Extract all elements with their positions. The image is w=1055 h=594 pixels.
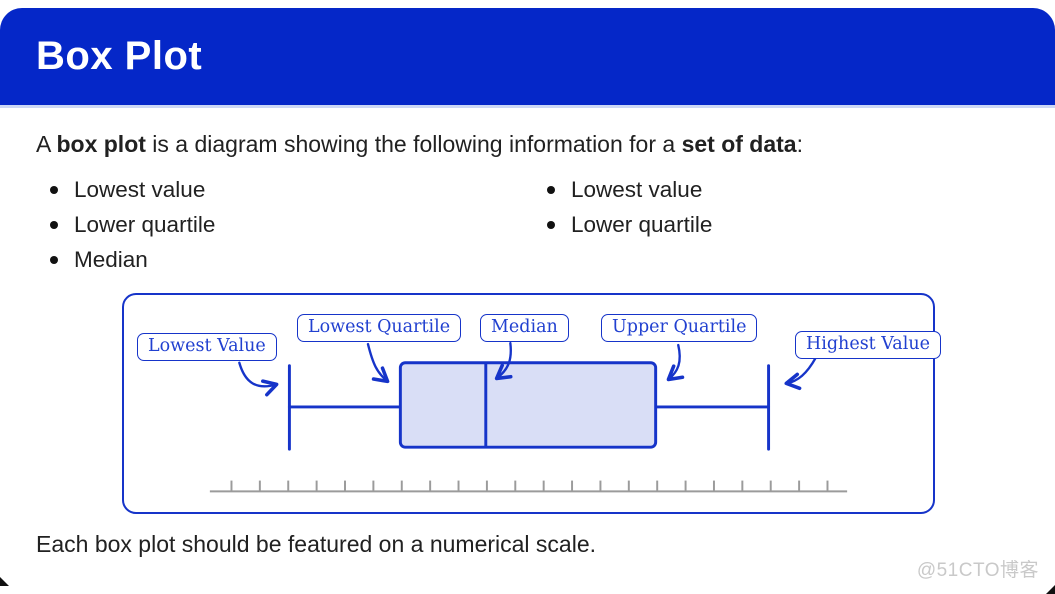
- intro-paragraph: A box plot is a diagram showing the foll…: [36, 128, 1016, 160]
- list-item: Lowest value: [48, 172, 215, 207]
- numerical-scale: [209, 480, 848, 493]
- list-item: Lowest value: [545, 172, 712, 207]
- arrow-upper-quartile: [666, 343, 685, 382]
- iqr-box: [398, 361, 658, 449]
- boxplot-figure: Lowest Value Lowest Quartile Median Uppe…: [122, 293, 941, 514]
- corner-mark-left: [0, 577, 9, 586]
- bullet-list-left: Lowest value Lower quartile Median: [48, 172, 215, 277]
- label-median: Median: [480, 314, 569, 342]
- arrow-median: [494, 341, 513, 381]
- intro-text-end: :: [796, 131, 803, 157]
- scale-ticks: [230, 480, 829, 492]
- page-title: Box Plot: [36, 34, 203, 78]
- label-lowest-value: Lowest Value: [137, 333, 277, 361]
- title-banner: Box Plot: [0, 8, 1055, 108]
- arrow-lowest-value: [238, 361, 279, 397]
- figure-caption: Each box plot should be featured on a nu…: [36, 531, 597, 557]
- arrow-highest-value: [784, 356, 817, 391]
- intro-text-start: A: [36, 131, 57, 157]
- label-upper-quartile: Upper Quartile: [601, 314, 758, 342]
- list-item: Lower quartile: [545, 207, 712, 242]
- intro-text-middle: is a diagram showing the following infor…: [145, 131, 682, 157]
- list-item: Lower quartile: [48, 207, 215, 242]
- arrow-lowest-quartile: [366, 342, 390, 384]
- label-highest-value: Highest Value: [795, 331, 941, 359]
- boxplot-drawing: [209, 341, 848, 493]
- intro-bold-set-of-data: set of data: [681, 131, 797, 157]
- corner-mark-right: [1046, 585, 1055, 594]
- intro-bold-box-plot: box plot: [56, 131, 146, 157]
- label-lowest-quartile: Lowest Quartile: [297, 314, 462, 342]
- list-item: Median: [48, 242, 215, 277]
- bullet-list-right: Lowest value Lower quartile: [545, 172, 712, 242]
- watermark: @51CTO博客: [916, 560, 1039, 581]
